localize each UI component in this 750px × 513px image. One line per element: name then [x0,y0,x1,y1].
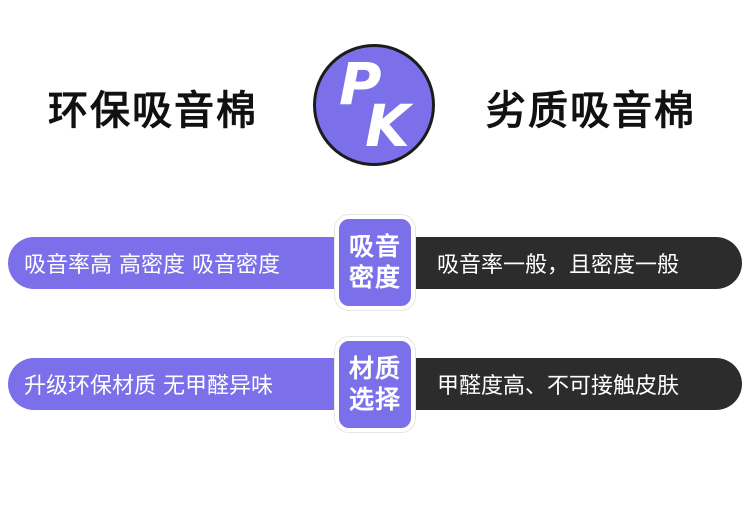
row-1-right-pill: 吸音率一般，且密度一般 [405,237,742,289]
row-1-left-text: 吸音率高 高密度 吸音密度 [24,253,280,278]
row-1-right-text: 吸音率一般，且密度一般 [437,253,680,278]
row-2-left-pill: 升级环保材质 无甲醛异味 [8,358,353,410]
row-2-left-text: 升级环保材质 无甲醛异味 [24,374,273,399]
row-2-label-line1: 材质 [348,354,401,383]
pk-letter-k: K [365,92,410,160]
row-2-label-line2: 选择 [348,384,401,414]
row-1-category-label: 吸音 密度 [335,215,415,310]
pk-letter-p: P [339,50,382,118]
row-1-label-line2: 密度 [348,262,401,292]
row-2-right-pill: 甲醛度高、不可接触皮肤 [405,358,742,410]
inferior-foam-title: 劣质吸音棉 [486,88,696,134]
row-1-left-pill: 吸音率高 高密度 吸音密度 [8,237,353,289]
eco-foam-title: 环保吸音棉 [48,88,258,134]
row-1-label-line1: 吸音 [348,232,401,261]
row-2-right-text: 甲醛度高、不可接触皮肤 [437,374,680,399]
row-2-category-label: 材质 选择 [335,337,415,432]
pk-badge [313,44,435,166]
